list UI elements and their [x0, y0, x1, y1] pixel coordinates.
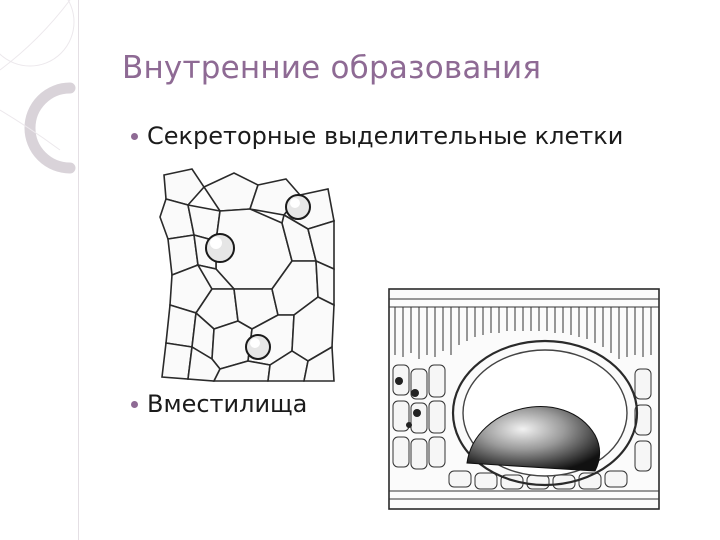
bullet-label: Секреторные выделительные клетки	[147, 122, 624, 150]
bullet-dot	[131, 400, 138, 408]
bullet-reservoirs: Вместилища	[131, 390, 307, 418]
secretory-cells-drawing	[159, 168, 335, 382]
slide-title: Внутренние образования	[122, 50, 542, 86]
bullet-dot	[131, 132, 138, 140]
bullet-label: Вместилища	[147, 390, 308, 418]
bullet-secretory-cells: Секреторные выделительные клетки	[131, 122, 623, 150]
slide-divider-line	[78, 0, 79, 540]
secretory-reservoir-drawing	[388, 288, 660, 510]
decorative-arcs	[0, 0, 76, 174]
